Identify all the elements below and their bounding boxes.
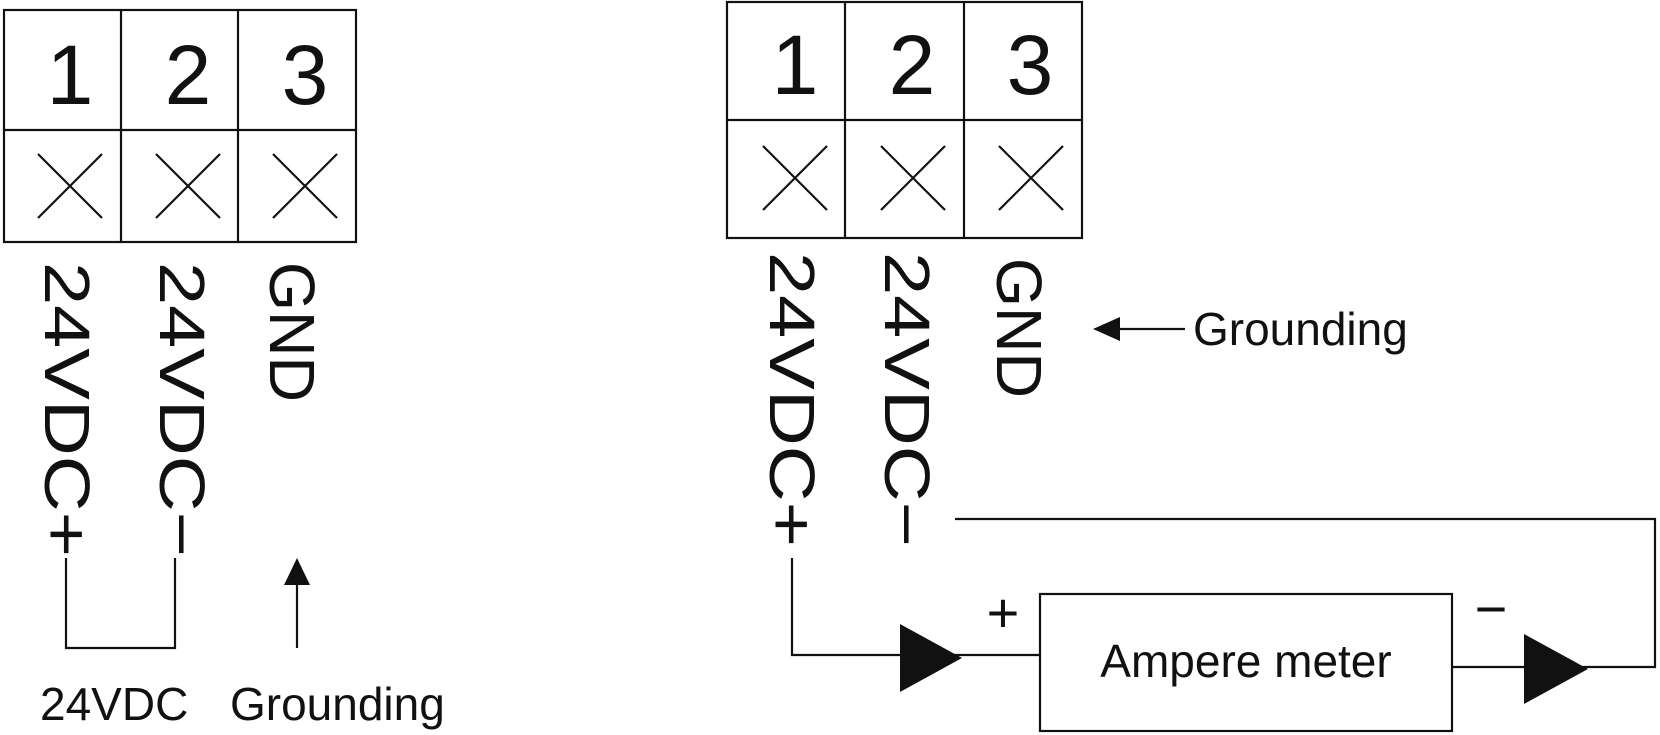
right-terminal-3-number: 3: [1007, 18, 1054, 112]
right-terminal-1-number: 1: [772, 18, 819, 112]
left-label-24vdc-plus: 24VDC+: [31, 262, 103, 557]
left-terminal-frame: [2, 8, 358, 244]
right-label-24vdc-plus: 24VDC+: [756, 252, 828, 547]
left-terminal-1-number: 1: [47, 28, 94, 122]
left-terminal-2-screw-icon: [155, 153, 221, 219]
ampere-meter-box: [1038, 592, 1454, 733]
left-terminal-3-number: 3: [282, 28, 329, 122]
right-label-gnd: GND: [983, 258, 1055, 398]
right-terminal-1-screw-icon: [762, 145, 828, 211]
left-label-gnd: GND: [256, 262, 328, 402]
left-label-24vdc-minus: 24VDC−: [146, 262, 218, 557]
left-terminal-2-number: 2: [165, 28, 212, 122]
left-terminal-block: 1 2 3: [2, 8, 358, 244]
ampere-meter-minus-sign: −: [1475, 577, 1508, 640]
right-current-arrow-1-icon: [900, 624, 962, 692]
right-terminal-2-number: 2: [889, 18, 936, 112]
ampere-meter-plus-sign: +: [987, 581, 1020, 644]
right-current-arrow-2-icon: [1524, 634, 1588, 704]
left-label-24vdc: 24VDC: [40, 678, 188, 730]
left-terminal-3-screw-icon: [272, 153, 338, 219]
right-positive-wire: [790, 558, 1040, 657]
left-terminal-1-screw-icon: [37, 153, 103, 219]
left-supply-wire: [64, 558, 177, 650]
right-terminal-block: 1 2 3: [725, 0, 1084, 240]
right-terminal-2-screw-icon: [880, 145, 946, 211]
left-grounding-arrow-icon: [284, 558, 310, 648]
left-label-grounding: Grounding: [230, 678, 445, 730]
right-label-24vdc-minus: 24VDC−: [871, 252, 943, 547]
ampere-meter-label: Ampere meter: [1100, 635, 1391, 687]
right-terminal-3-screw-icon: [998, 145, 1064, 211]
right-label-grounding: Grounding: [1193, 303, 1408, 355]
right-grounding-arrow-icon: [1093, 317, 1185, 341]
